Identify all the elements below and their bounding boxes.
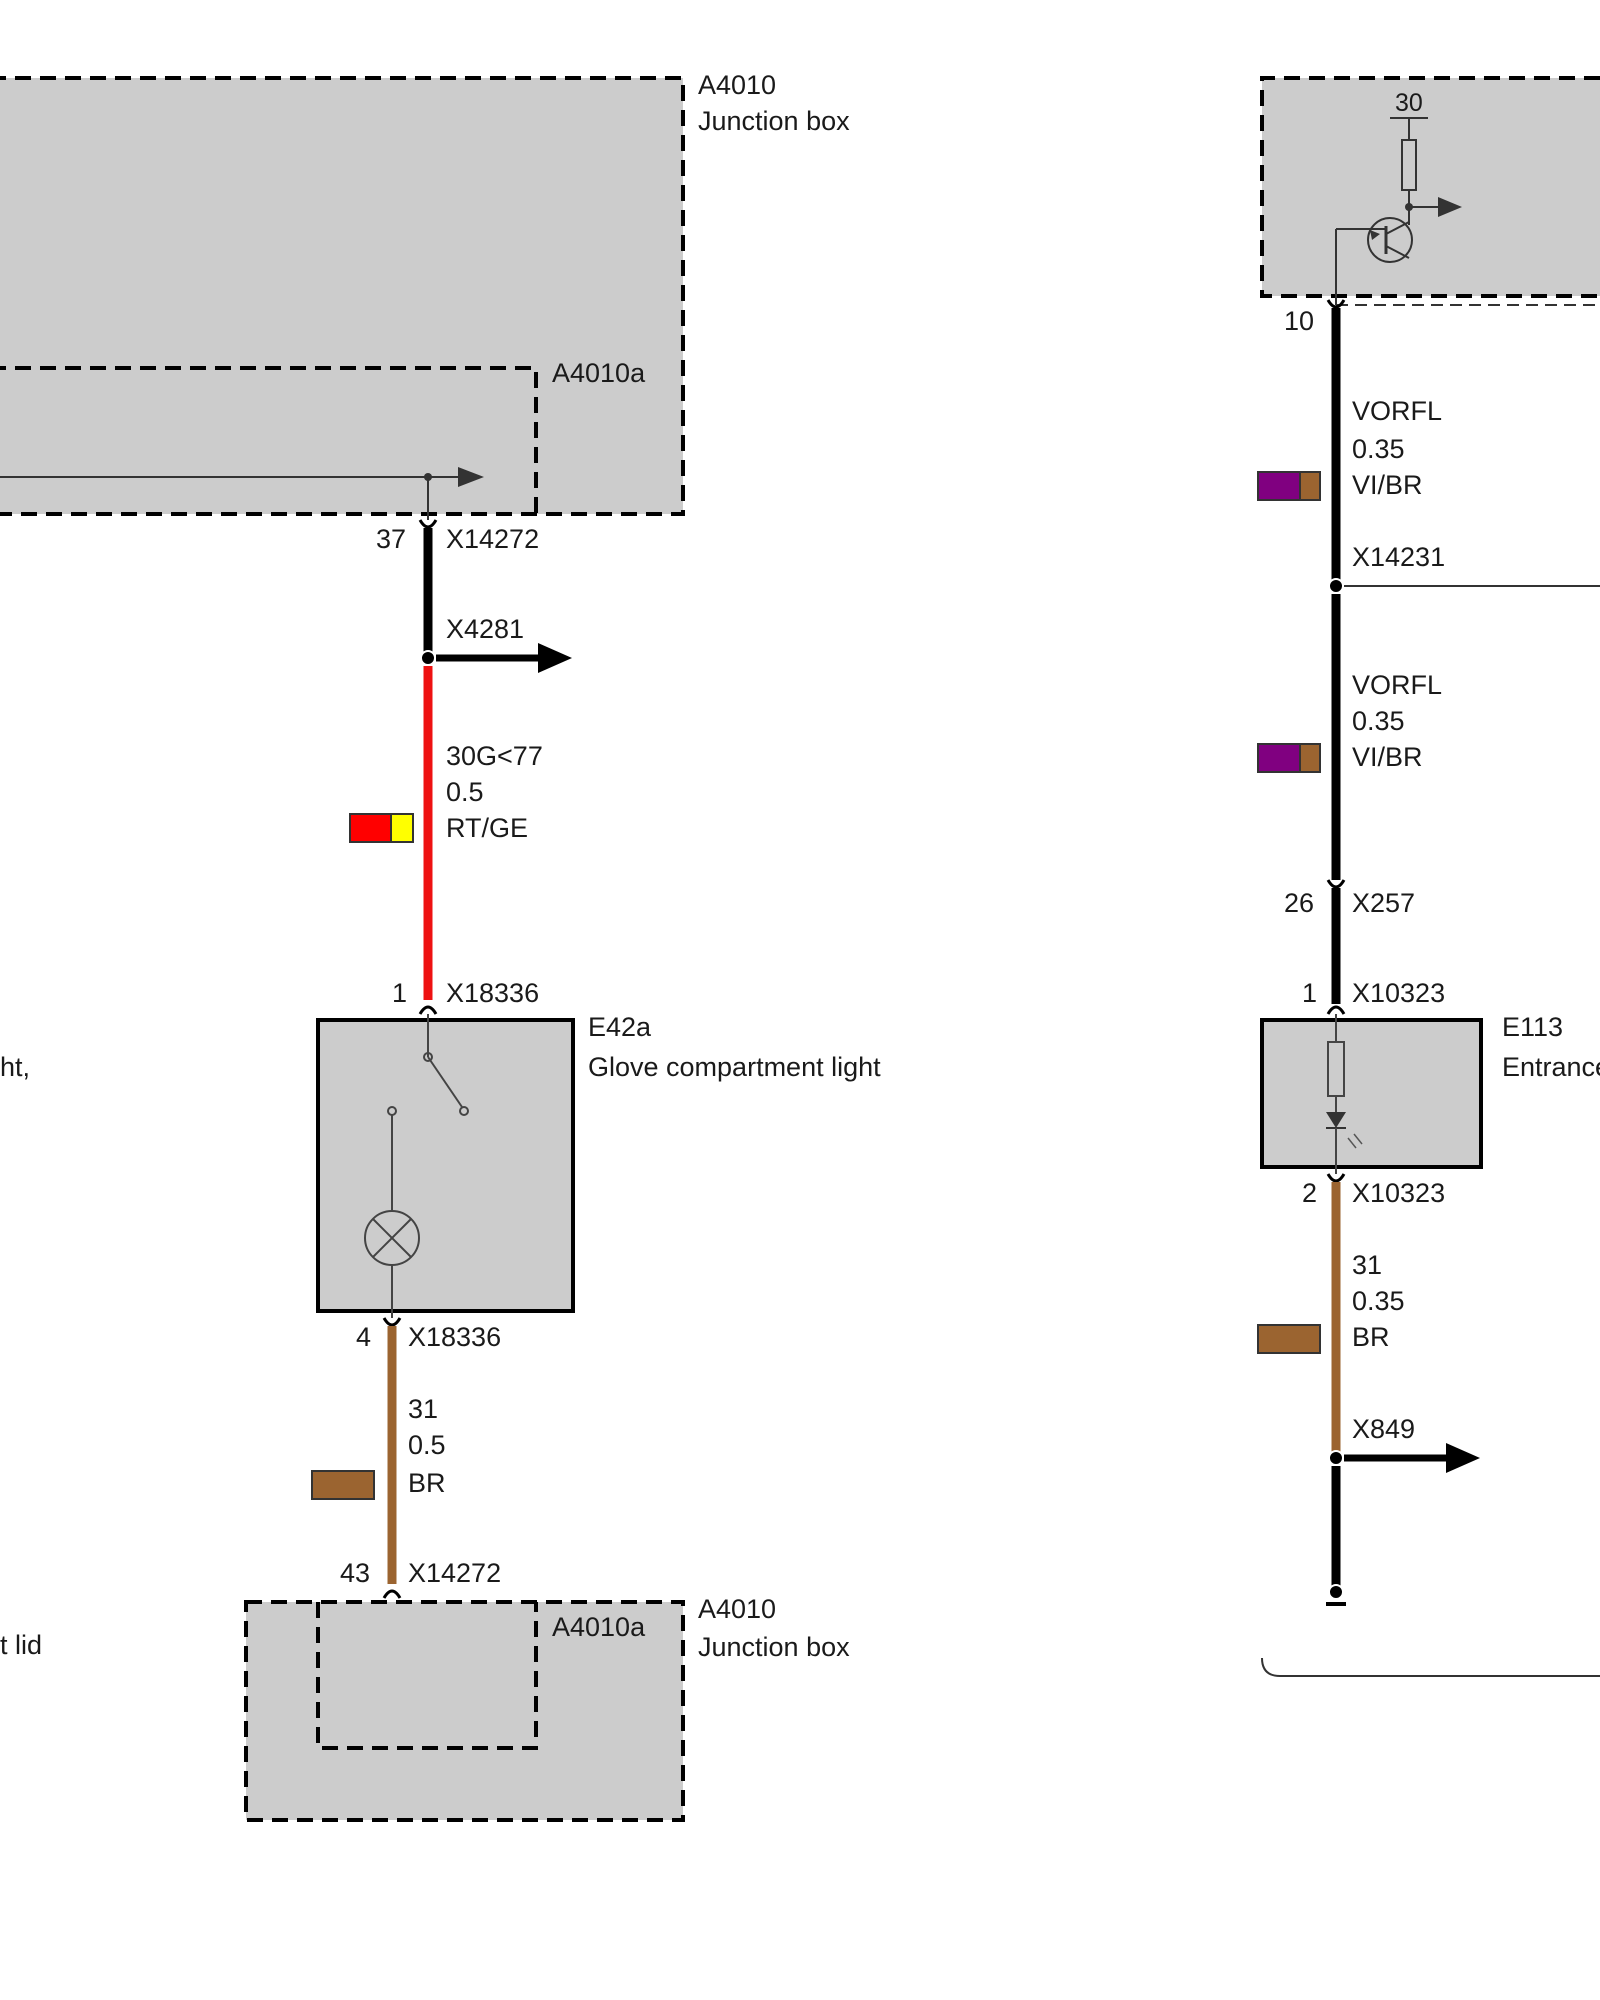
pin-10-number: 10 (1284, 306, 1314, 336)
pin-1-connector: X18336 (446, 978, 539, 1008)
connector-symbol-icon (382, 1589, 402, 1599)
wire-1-gauge: 0.35 (1352, 434, 1405, 464)
pin-26-connector: X257 (1352, 888, 1415, 918)
wire-brown-right-color-code: BR (1352, 1322, 1390, 1352)
control-module-top-right (1260, 76, 1600, 306)
switch-contact-icon (427, 1056, 463, 1108)
wire-2-color-code: VI/BR (1352, 742, 1423, 772)
junction-box-bottom-code: A4010 (698, 1594, 776, 1624)
wire-brown-color-code: BR (408, 1468, 446, 1498)
wire-2-gauge: 0.35 (1352, 706, 1405, 736)
pin-4-connector: X18336 (408, 1322, 501, 1352)
wire-1-color-code: VI/BR (1352, 470, 1423, 500)
pin-2-right-number: 2 (1302, 1178, 1317, 1208)
wire-brown-gauge: 0.5 (408, 1430, 446, 1460)
group-bracket (1261, 1657, 1600, 1677)
glove-compartment-light-component (316, 1014, 575, 1318)
splice-x14231-label: X14231 (1352, 542, 1445, 572)
signal-arrow-icon (1438, 197, 1462, 217)
junction-box-a4010-bottom (244, 1600, 685, 1822)
wire-color-swatch-red-yellow (349, 813, 414, 843)
wire-red-signal: 30G<77 (446, 741, 543, 771)
sub-module-bottom-code: A4010a (552, 1612, 646, 1642)
pin-2-right-connector: X10323 (1352, 1178, 1445, 1208)
signal-arrow-icon (458, 467, 484, 487)
pin-1-right-number: 1 (1302, 978, 1317, 1008)
sub-module-top-code: A4010a (552, 358, 646, 388)
component-e42a-name: Glove compartment light (588, 1052, 881, 1082)
junction-box-top-code: A4010 (698, 70, 776, 100)
splice-point (420, 650, 436, 666)
pin-43-number: 43 (340, 1558, 370, 1588)
wire-red-color-code: RT/GE (446, 813, 528, 843)
component-e113-code: E113 (1502, 1012, 1563, 1042)
connector-symbol-icon (1326, 1173, 1346, 1183)
entrance-light-component (1260, 1014, 1483, 1174)
wire-color-swatch-violet-brown (1257, 471, 1321, 501)
terminal-30-label: 30 (1395, 89, 1423, 117)
component-e113-name: Entrance (1502, 1052, 1600, 1082)
connector-symbol-icon (382, 1317, 402, 1327)
edge-text-fragment: ht, (0, 1052, 30, 1082)
wire-color-swatch-violet-brown (1257, 743, 1321, 773)
junction-box-bottom-name: Junction box (698, 1632, 850, 1662)
wire-red-gauge: 0.5 (446, 777, 484, 807)
splice-point (1328, 578, 1344, 594)
connector-symbol-icon (1326, 299, 1346, 309)
wire-brown-right-gauge: 0.35 (1352, 1286, 1405, 1316)
pin-4-number: 4 (356, 1322, 371, 1352)
pin-26-number: 26 (1284, 888, 1314, 918)
splice-x4281-label: X4281 (446, 614, 524, 644)
edge-text-fragment: t lid (0, 1630, 42, 1660)
branch-arrow-icon (538, 643, 572, 673)
led-icon (1326, 1112, 1363, 1149)
component-e42a-code: E42a (588, 1012, 652, 1042)
pin-37-connector: X14272 (446, 524, 539, 554)
transistor-icon (1335, 217, 1413, 305)
pin-43-connector: X14272 (408, 1558, 501, 1588)
pin-1-number: 1 (392, 978, 407, 1008)
wire-2-signal: VORFL (1352, 670, 1442, 700)
sub-module-a4010a-top (0, 366, 538, 514)
sub-module-a4010a-bottom (316, 1602, 538, 1750)
pin-1-right-connector: X10323 (1352, 978, 1445, 1008)
wire-brown-right-signal: 31 (1352, 1250, 1382, 1280)
splice-point (1328, 1450, 1344, 1466)
connector-symbol-icon (1326, 879, 1346, 889)
junction-box-top-name: Junction box (698, 106, 850, 136)
wire-color-swatch-brown (1257, 1324, 1321, 1354)
connector-symbol-icon (418, 519, 438, 529)
junction-box-a4010-top (0, 76, 685, 520)
wire-brown-signal: 31 (408, 1394, 438, 1424)
connector-symbol-icon (418, 1005, 438, 1015)
splice-x849-label: X849 (1352, 1414, 1415, 1444)
pin-37-number: 37 (376, 524, 406, 554)
connector-symbol-icon (1326, 1005, 1346, 1015)
wire-color-swatch-brown (311, 1470, 375, 1500)
wire-1-signal: VORFL (1352, 396, 1442, 426)
branch-arrow-icon (1446, 1443, 1480, 1473)
